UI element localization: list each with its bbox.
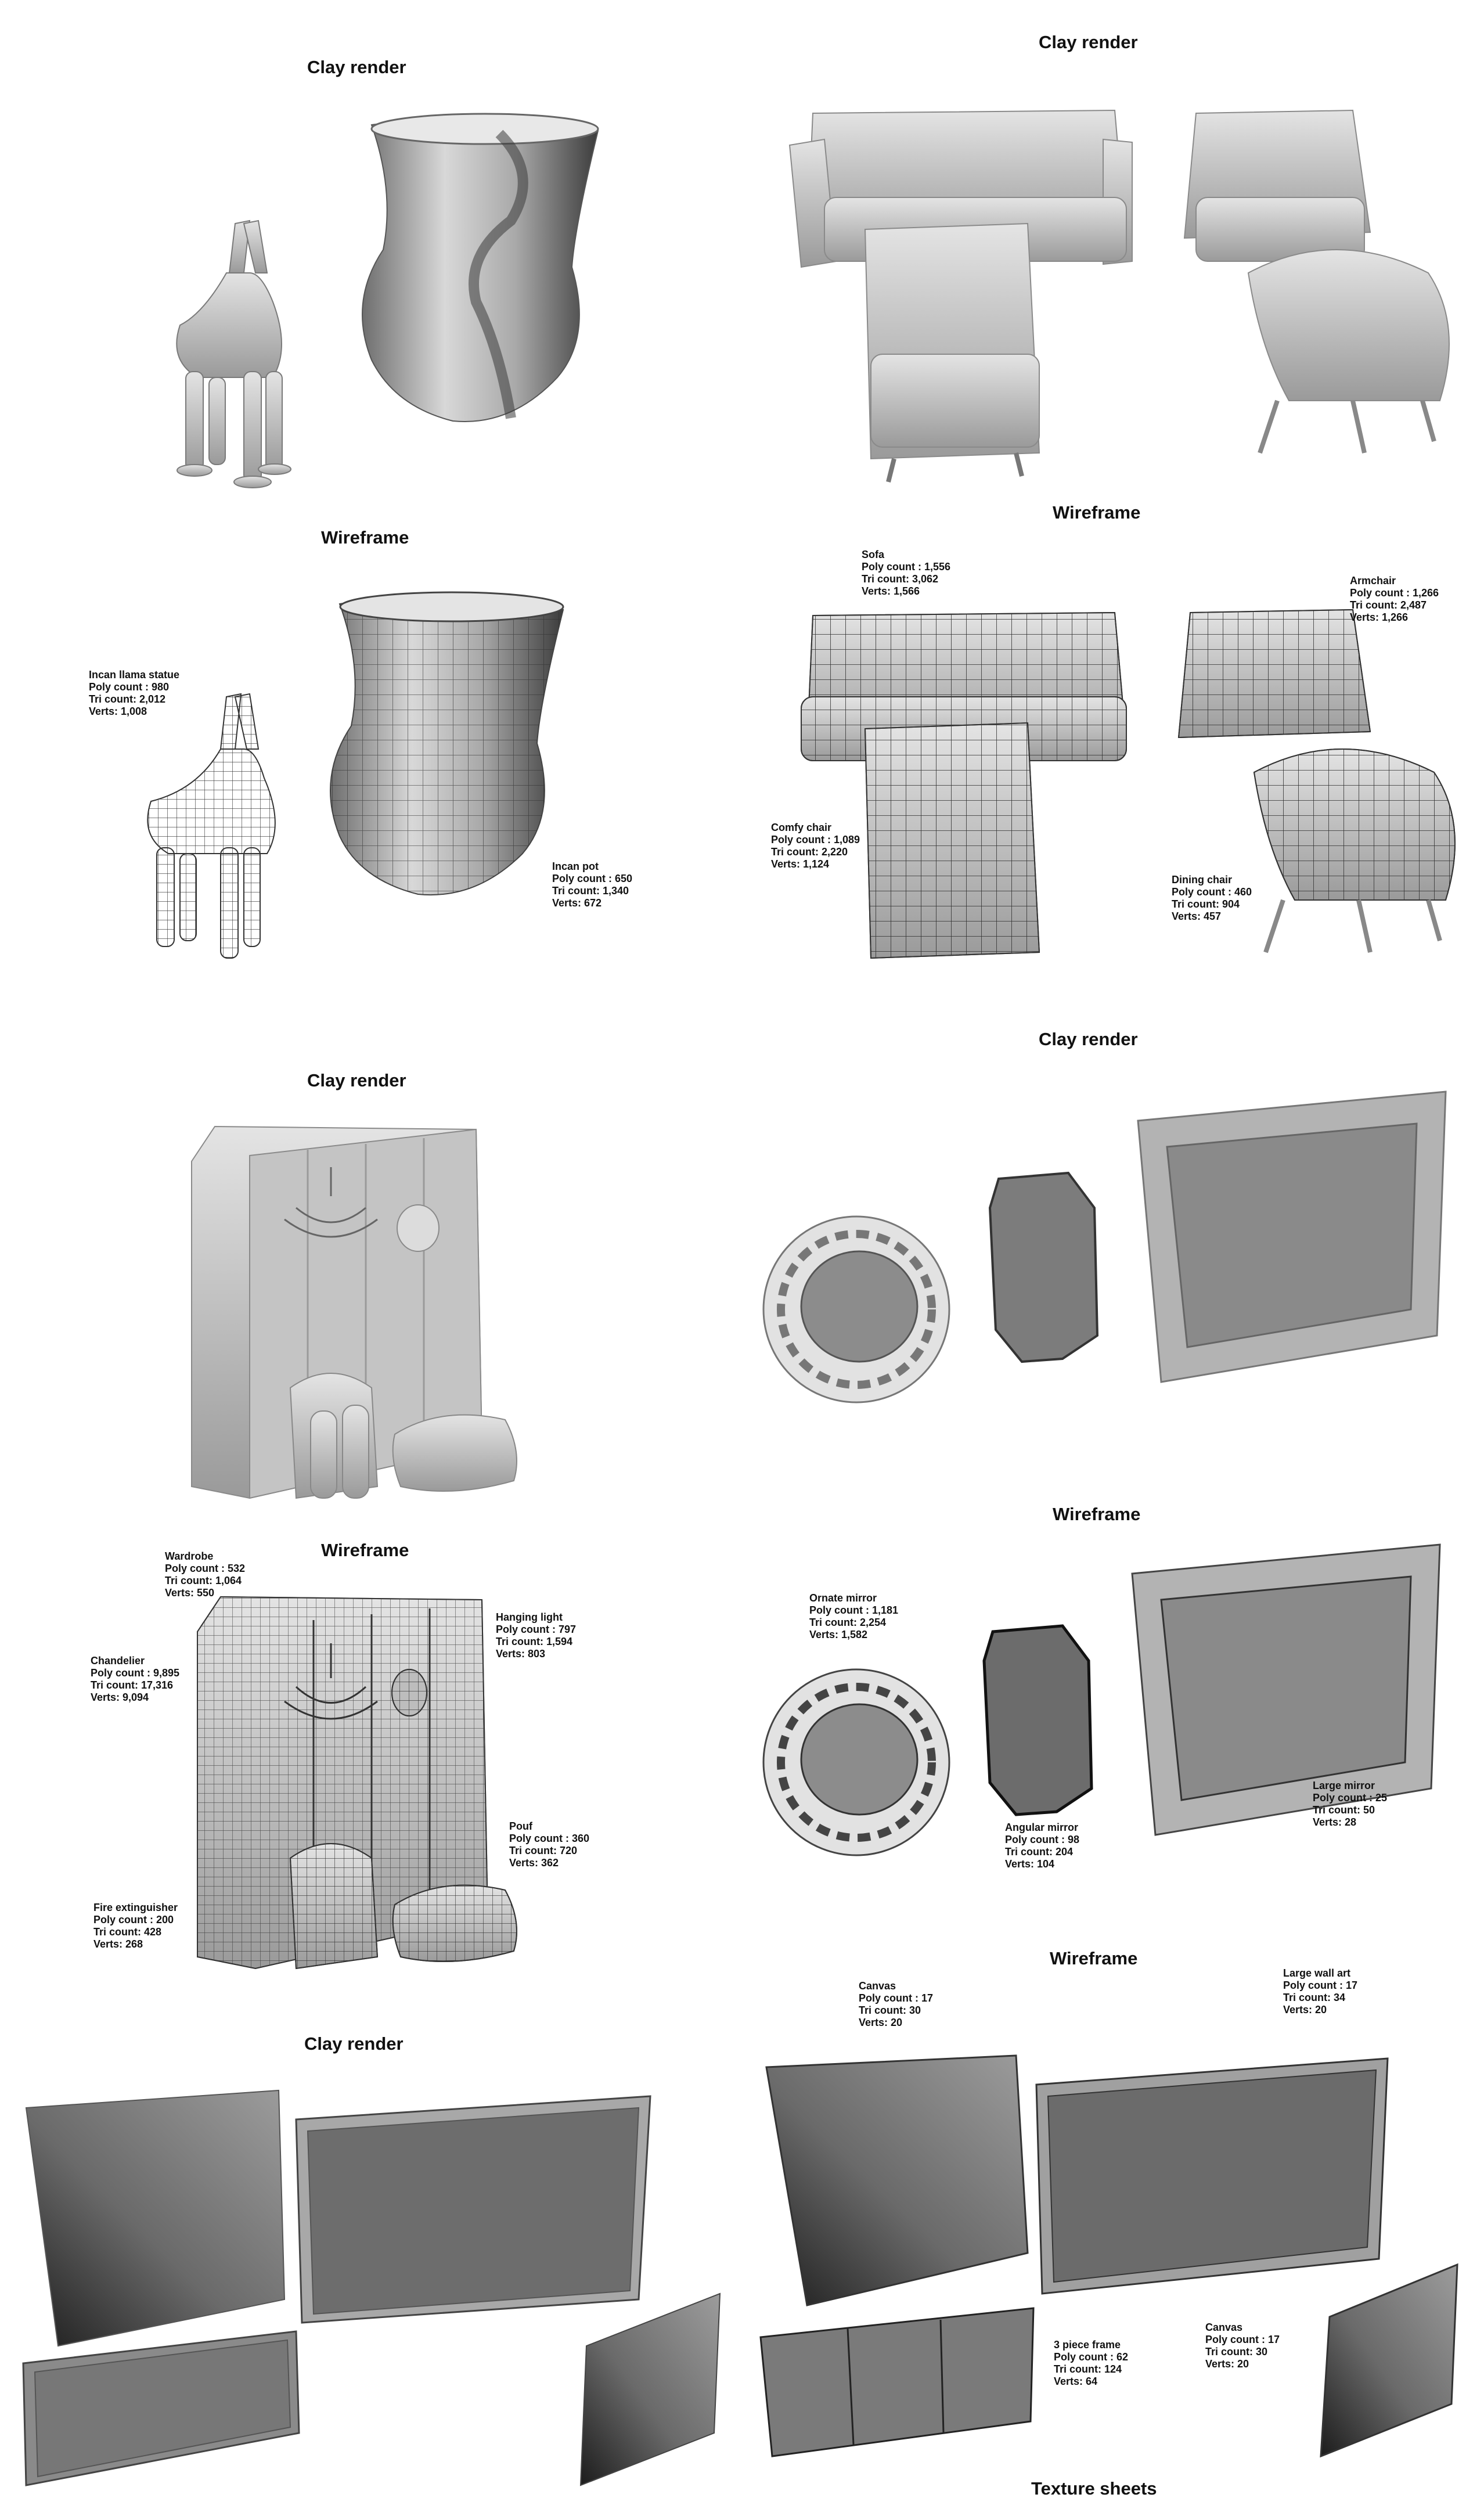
three-piece-frame-clay <box>22 2330 300 2486</box>
sofa-wire <box>801 611 1128 761</box>
armchair-wire <box>1177 609 1371 739</box>
large-mirror-clay <box>1137 1090 1447 1383</box>
three-piece-frame-wire <box>759 2307 1035 2457</box>
pouf-clay <box>392 1414 517 1492</box>
wall-art-clay <box>295 2095 651 2324</box>
heading-clay-3: Clay render <box>307 1070 406 1090</box>
extinguisher-clay <box>289 1373 379 1499</box>
dining-chair-clay <box>1247 249 1450 454</box>
heading-wire-1: Wireframe <box>321 527 409 548</box>
angular-mirror-wire <box>982 1624 1093 1816</box>
heading-clay-4: Clay render <box>1039 1029 1138 1049</box>
chandelier-wire <box>284 1643 378 1720</box>
heading-clay-1: Clay render <box>307 57 406 77</box>
heading-wire-5: Wireframe <box>1050 1948 1138 1968</box>
pot-clay <box>362 113 599 422</box>
pot-wire <box>330 591 564 896</box>
wardrobe-wire <box>197 1596 489 1970</box>
ornate-mirror-clay <box>762 1215 950 1403</box>
angular-mirror-clay <box>988 1171 1099 1363</box>
heading-clay-2: Clay render <box>1039 32 1138 52</box>
armchair-clay <box>1183 109 1371 262</box>
large-mirror-wire <box>1131 1543 1441 1836</box>
llama-clay <box>176 219 291 488</box>
comfy-chair-clay <box>864 222 1040 483</box>
heading-wire-2: Wireframe <box>1053 502 1141 523</box>
extinguisher-wire <box>289 1843 379 1970</box>
comfy-chair-wire <box>864 722 1040 959</box>
canvas-wire-small <box>1320 2263 1458 2458</box>
heading-wire-4: Wireframe <box>1053 1504 1141 1524</box>
chandelier-clay <box>284 1167 378 1238</box>
wall-art-wire <box>1035 2057 1389 2295</box>
llama-wire <box>147 693 276 959</box>
heading-clay-5: Clay render <box>304 2033 404 2054</box>
heading-wire-3: Wireframe <box>321 1540 409 1560</box>
canvas-clay-large <box>25 2089 286 2347</box>
ornate-mirror-wire <box>762 1668 950 1856</box>
dining-chair-wire <box>1253 748 1456 953</box>
canvas-clay-small <box>579 2292 721 2486</box>
heading-texture: Texture sheets <box>1031 2478 1157 2499</box>
pouf-wire <box>392 1884 517 1962</box>
canvas-wire-large <box>765 2054 1029 2306</box>
